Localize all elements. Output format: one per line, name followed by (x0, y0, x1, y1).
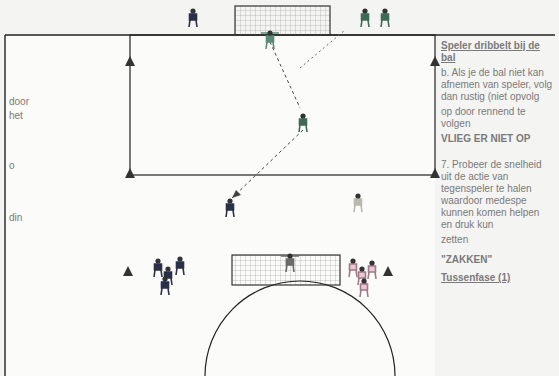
player-figure (261, 30, 279, 49)
player-figure (281, 253, 299, 272)
instruction-text: 7. Probeer de snelheid uit de actie van … (441, 159, 553, 231)
player-figure (226, 198, 234, 217)
instruction-text: b. Als je de bal niet kan afnemen van sp… (441, 67, 553, 103)
player-figure (358, 266, 366, 285)
player-figure (176, 256, 184, 275)
player-figure (299, 113, 307, 132)
player-figure (189, 8, 197, 27)
instruction-text: zetten (441, 234, 553, 246)
player-figure (349, 258, 357, 277)
text-column: Speler dribbelt bij de bal b. Als je de b… (441, 40, 553, 287)
player-figure (381, 8, 389, 27)
instruction-text: op door rennend te volgen (441, 106, 553, 130)
text-fragment: o (9, 160, 15, 172)
player-figure (161, 276, 169, 295)
text-fragment: din (9, 212, 22, 224)
text-fragment: het (9, 110, 23, 122)
instruction-text: Tussenfase (1) (441, 272, 553, 284)
instruction-text: VLIEG ER NIET OP (441, 133, 553, 145)
player-figure (361, 8, 369, 27)
instruction-text: "ZAKKEN" (441, 254, 553, 266)
instruction-text: Speler dribbelt bij de bal (441, 40, 553, 64)
player-figure (354, 193, 362, 212)
player-figure (154, 258, 162, 277)
player-figure (368, 260, 376, 279)
text-fragment: door (9, 96, 29, 108)
player-figure (360, 278, 368, 297)
